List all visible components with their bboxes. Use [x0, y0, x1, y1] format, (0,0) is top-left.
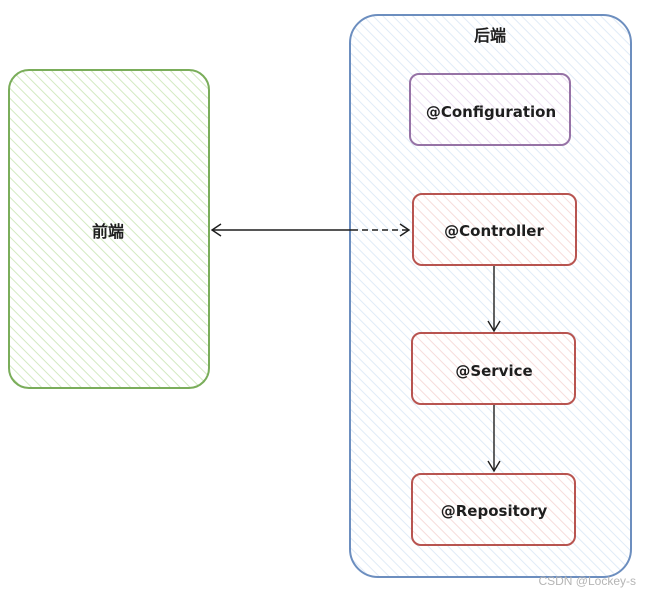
watermark: CSDN @Lockey-s: [538, 574, 636, 588]
backend-label: 后端: [474, 26, 506, 45]
configuration-box: @Configuration: [409, 73, 571, 146]
service-label: @Service: [455, 362, 532, 380]
controller-label: @Controller: [444, 222, 544, 240]
configuration-label: @Configuration: [426, 103, 556, 121]
controller-service-arrow: [487, 266, 501, 333]
service-repository-arrow: [487, 405, 501, 473]
frontend-controller-arrow: [210, 223, 411, 237]
frontend-label: 前端: [92, 222, 124, 241]
repository-box: @Repository: [411, 473, 576, 546]
service-box: @Service: [411, 332, 576, 405]
backend-container: 后端: [349, 14, 632, 578]
repository-label: @Repository: [441, 502, 548, 520]
frontend-box: 前端: [8, 69, 210, 389]
controller-box: @Controller: [412, 193, 577, 266]
